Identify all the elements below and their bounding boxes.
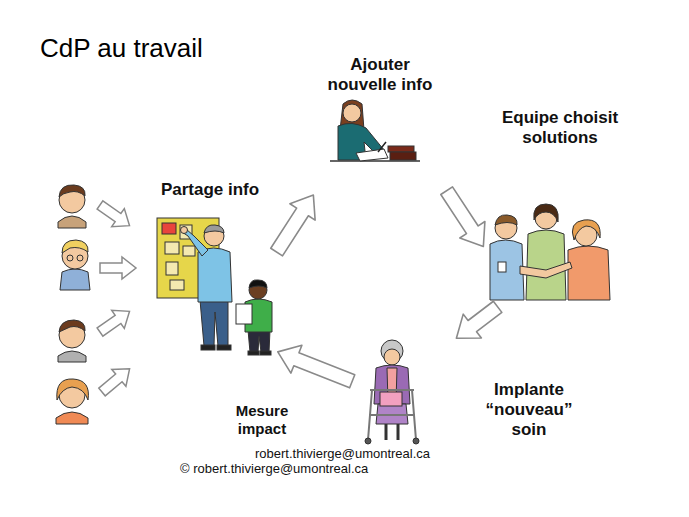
copyright-note: robert.thivierge@umontreal.ca xyxy=(255,446,430,461)
cycle-arrow xyxy=(441,187,485,247)
copyright-note: © robert.thivierge@umontreal.ca xyxy=(180,461,368,476)
stage-heading: Ajouter nouvelle info xyxy=(320,55,440,95)
member-heads xyxy=(56,185,90,424)
stage-heading: Partage info xyxy=(145,180,275,200)
writing-woman xyxy=(330,100,420,161)
stage-group: Equipe choisit solutions xyxy=(485,105,635,305)
stage-group: Partage info xyxy=(145,175,275,360)
board-man xyxy=(181,225,233,350)
cycle-arrow xyxy=(456,301,501,338)
team-group xyxy=(490,204,610,300)
stage-heading: Implante “nouveau” soin xyxy=(483,380,575,440)
board-colleague xyxy=(236,280,272,355)
cycle-arrow xyxy=(278,345,355,388)
diagram-title: CdP au travail xyxy=(40,33,203,63)
edge-label: Mesure impact xyxy=(225,401,299,439)
cycle-arrow xyxy=(271,195,315,256)
stage-group: Implante “nouveau” soin xyxy=(355,340,575,446)
stage-group: Ajouter nouvelle info xyxy=(315,52,445,200)
stage-heading: Equipe choisit solutions xyxy=(485,108,635,148)
source-arrows xyxy=(94,196,137,400)
elderly-woman xyxy=(365,340,419,444)
